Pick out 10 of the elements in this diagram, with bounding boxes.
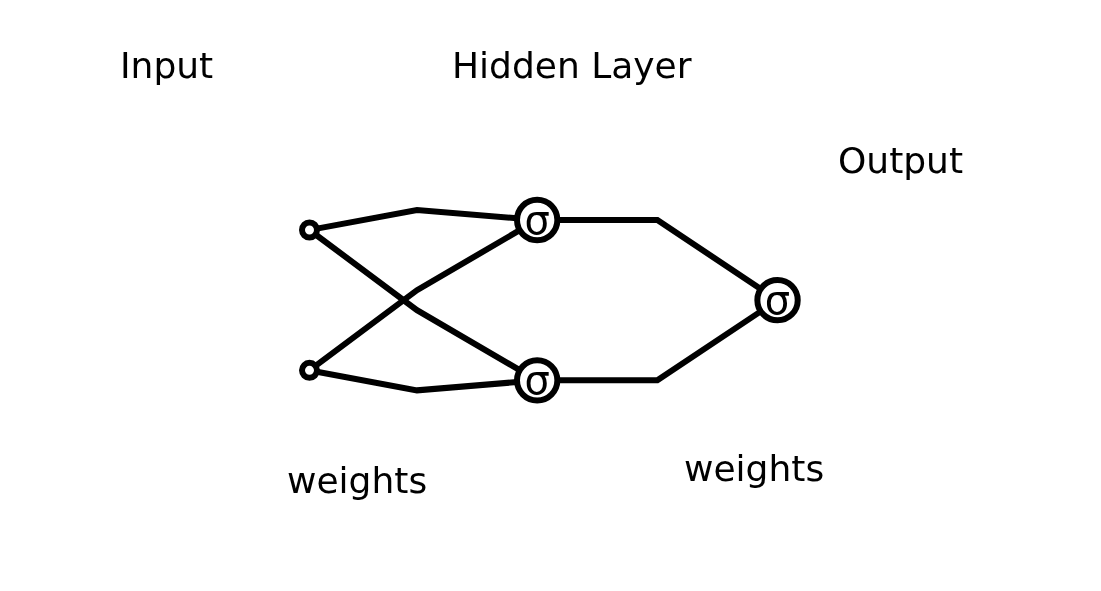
node-circle	[299, 359, 321, 381]
weights-label: weights	[684, 448, 825, 489]
node-circle: σ	[754, 276, 801, 324]
layer-label: Input	[120, 45, 214, 86]
node-circle: σ	[514, 196, 561, 243]
weights-label: weights	[287, 460, 428, 501]
node-circle	[299, 219, 321, 241]
layer-label: Hidden Layer	[452, 45, 692, 86]
layer-label: Output	[838, 140, 964, 181]
node-circle: σ	[514, 357, 561, 404]
